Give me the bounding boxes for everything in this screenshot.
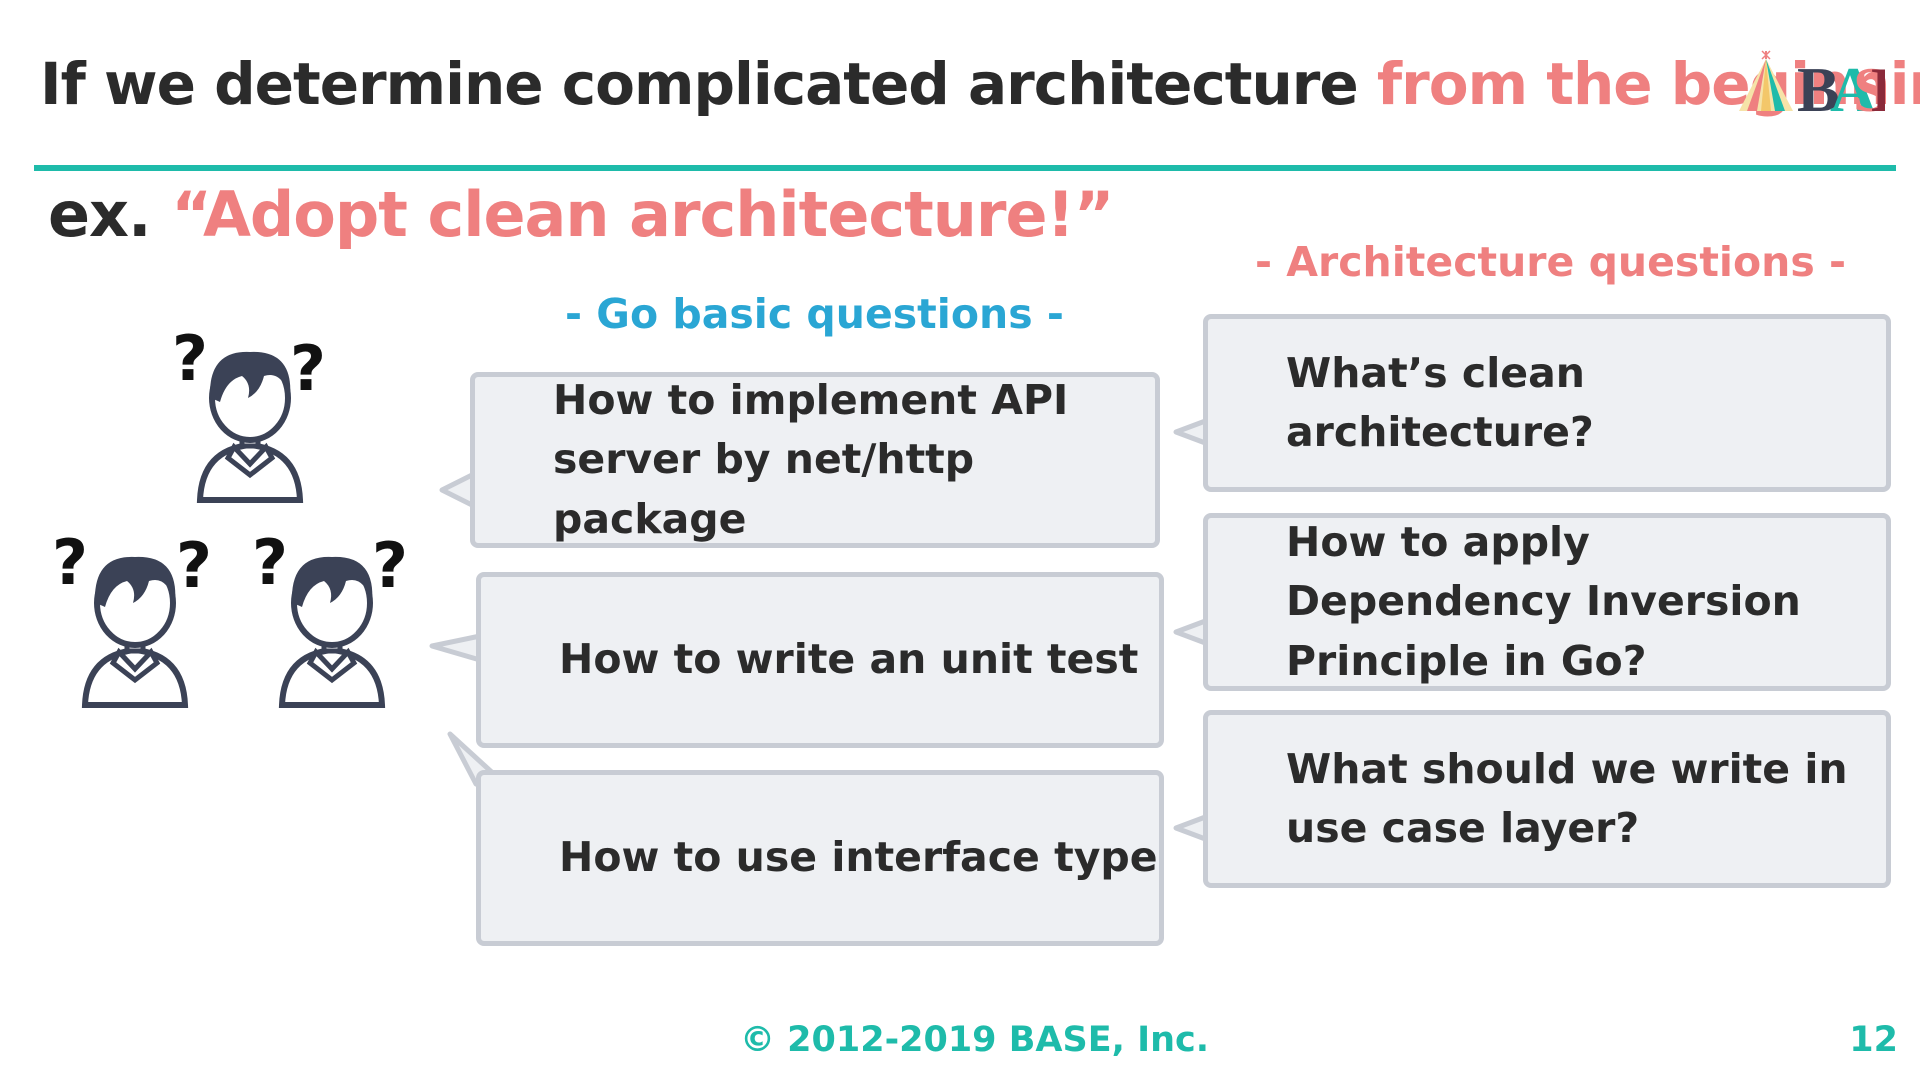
bubble-tail	[429, 633, 483, 663]
architecture-question-bubble: How to apply Dependency Inversion Princi…	[1203, 513, 1891, 691]
slide-title-main: If we determine complicated architecture	[40, 50, 1377, 118]
question-mark-icon: ?	[176, 529, 212, 602]
go-question-bubble: How to use interface type	[476, 770, 1164, 946]
go-question-text: How to implement API server by net/http …	[553, 375, 1069, 543]
person-icon	[278, 556, 386, 708]
person-icon	[81, 556, 189, 708]
svg-text:S: S	[1853, 54, 1885, 125]
question-mark-icon: ?	[172, 322, 208, 395]
go-questions-label: - Go basic questions -	[565, 290, 1064, 338]
question-mark-icon: ?	[252, 526, 288, 599]
architecture-questions-label: - Architecture questions -	[1255, 238, 1847, 286]
title-divider	[34, 165, 1896, 171]
base-logo: B A S E	[1739, 50, 1885, 125]
person-icon	[196, 351, 304, 503]
question-mark-icon: ?	[372, 529, 408, 602]
footer-copyright: © 2012-2019 BASE, Inc.	[740, 1020, 1210, 1060]
slide-title-highlight: from the beginning	[1376, 50, 1920, 118]
architecture-question-bubble: What’s clean architecture?	[1203, 314, 1891, 492]
go-question-text: How to use interface type	[559, 833, 1158, 882]
slide-subtitle: ex. “Adopt clean architecture!”	[48, 178, 1115, 251]
architecture-question-bubble: What should we write in use case layer?	[1203, 710, 1891, 888]
svg-text:E: E	[1871, 54, 1885, 125]
page-number: 12	[1849, 1020, 1898, 1060]
architecture-question-text: How to apply Dependency Inversion Princi…	[1286, 517, 1801, 685]
go-question-text: How to write an unit test	[559, 635, 1139, 684]
subtitle-highlight: “Adopt clean architecture!”	[171, 178, 1114, 251]
question-mark-icon: ?	[52, 526, 88, 599]
svg-text:B: B	[1797, 54, 1838, 125]
question-mark-icon: ?	[290, 332, 326, 405]
architecture-question-text: What should we write in use case layer?	[1286, 744, 1848, 852]
architecture-question-text: What’s clean architecture?	[1286, 348, 1594, 456]
go-question-bubble: How to implement API server by net/http …	[470, 372, 1160, 548]
slide-title: If we determine complicated architecture…	[40, 50, 1920, 118]
svg-text:A: A	[1830, 54, 1876, 125]
go-question-bubble: How to write an unit test	[476, 572, 1164, 748]
subtitle-prefix: ex.	[48, 178, 172, 251]
